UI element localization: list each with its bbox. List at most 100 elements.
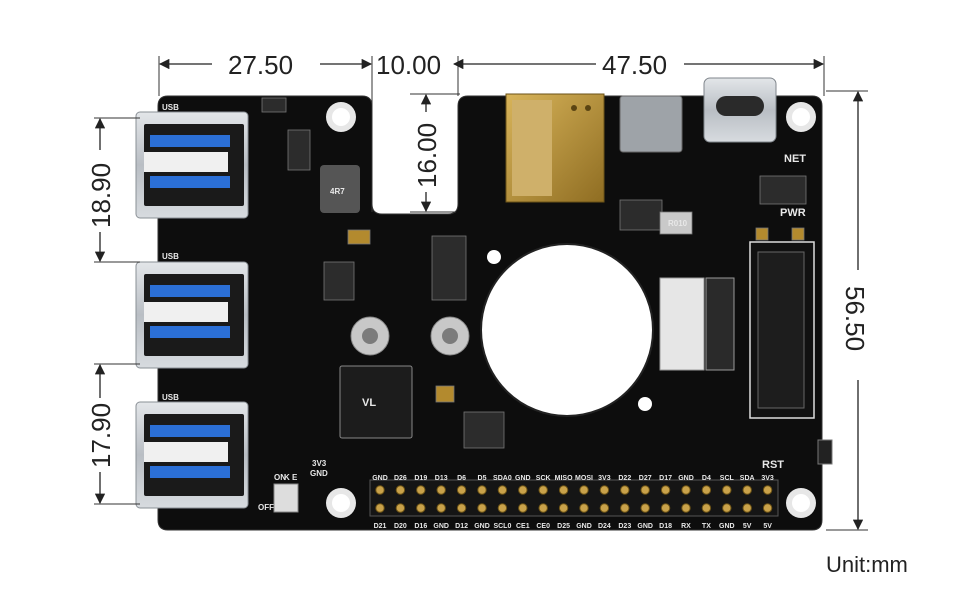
small-hole bbox=[638, 397, 652, 411]
gpio-pin bbox=[375, 485, 385, 495]
gpio-header-body bbox=[369, 479, 779, 517]
gpio-pin bbox=[538, 503, 548, 513]
gpio-top-label: GND bbox=[372, 475, 388, 482]
usb-c-port bbox=[703, 77, 777, 143]
gpio-pin bbox=[599, 485, 610, 495]
gpio-pin bbox=[620, 503, 630, 513]
gpio-top-label: SCL bbox=[720, 475, 735, 482]
gpio-top-label: GND bbox=[678, 475, 694, 482]
gpio-bottom-label: GND bbox=[576, 523, 592, 530]
fan-cutout bbox=[480, 243, 654, 417]
gpio-pin bbox=[497, 503, 508, 513]
soc-chip bbox=[339, 365, 413, 439]
gpio-pin bbox=[722, 485, 732, 495]
gpio-pin bbox=[660, 503, 671, 513]
dimension-arrows bbox=[94, 58, 864, 531]
gpio-bottom-label: D20 bbox=[394, 523, 407, 530]
gpio-top-label: SDA bbox=[740, 475, 755, 482]
soc-label: VL bbox=[362, 397, 376, 409]
gpio-top-label: 3V3 bbox=[761, 475, 774, 482]
gpio-top-label: SCK bbox=[536, 475, 551, 482]
fpc-connector bbox=[705, 277, 735, 371]
usb-label: USB bbox=[162, 103, 179, 112]
gpio-top-label: D19 bbox=[414, 475, 427, 482]
gpio-bottom-label: D24 bbox=[598, 523, 611, 530]
gpio-pin bbox=[701, 503, 712, 513]
gpio-pin bbox=[742, 503, 752, 513]
fpc-connector bbox=[659, 277, 705, 371]
gpio-top-label: GND bbox=[515, 475, 531, 482]
gpio-pin bbox=[416, 485, 426, 495]
gpio-top-label: D4 bbox=[702, 475, 711, 482]
gpio-top-label: MISO bbox=[555, 475, 573, 482]
dim-top-right: 47.50 bbox=[602, 50, 667, 80]
ic-chip bbox=[619, 95, 683, 153]
gpio-pin bbox=[620, 485, 630, 495]
dim-top-mid: 10.00 bbox=[376, 50, 441, 80]
dim-usb-pitch-2: 17.90 bbox=[86, 403, 116, 468]
gpio-top-label: D27 bbox=[639, 475, 652, 482]
gpio-pin bbox=[681, 485, 691, 495]
gpio-pin bbox=[538, 485, 548, 495]
gpio-pin bbox=[518, 485, 528, 495]
gpio-pin bbox=[660, 485, 671, 495]
gpio-pin bbox=[375, 503, 385, 513]
usb-port-2 bbox=[135, 261, 249, 369]
usb-label: USB bbox=[162, 252, 179, 261]
gpio-pin bbox=[722, 503, 732, 513]
unit-label: Unit:mm bbox=[826, 552, 908, 577]
gpio-bottom-label: 5V bbox=[763, 523, 772, 530]
rst-label: RST bbox=[762, 459, 784, 471]
inductor-label: 4R7 bbox=[330, 187, 345, 196]
resistor-label: R010 bbox=[668, 219, 688, 228]
gpio-bottom-label: SCL0 bbox=[493, 523, 511, 530]
gpio-pin bbox=[395, 485, 406, 495]
gpio-top-label: D17 bbox=[659, 475, 672, 482]
dim-top-left: 27.50 bbox=[228, 50, 293, 80]
gpio-pin bbox=[742, 485, 752, 495]
gpio-pin bbox=[518, 503, 528, 513]
gpio-bottom-label: CE0 bbox=[536, 523, 550, 530]
reset-button bbox=[817, 439, 833, 465]
gpio-pin bbox=[456, 503, 467, 513]
small-hole bbox=[487, 250, 501, 264]
gpio-pin bbox=[477, 503, 487, 513]
gpio-header bbox=[369, 479, 779, 517]
gpio-pin bbox=[762, 503, 773, 513]
standoffs bbox=[350, 316, 470, 356]
pwr-label: PWR bbox=[780, 207, 806, 219]
gpio-pin bbox=[640, 485, 650, 495]
gpio-top-label: D6 bbox=[457, 475, 466, 482]
gpio-pin bbox=[558, 485, 569, 495]
gpio-bottom-label: D25 bbox=[557, 523, 570, 530]
sim-card-slot bbox=[505, 93, 605, 203]
gpio-pin bbox=[681, 503, 691, 513]
dip-switch bbox=[273, 483, 299, 513]
dim-notch-depth: 16.00 bbox=[412, 123, 442, 188]
gpio-pin bbox=[456, 485, 467, 495]
gpio-pin bbox=[416, 503, 426, 513]
m2-slot bbox=[749, 241, 815, 419]
misc-components bbox=[261, 97, 807, 449]
gpio-bottom-label: D21 bbox=[374, 523, 387, 530]
gpio-top-label: SDA0 bbox=[493, 475, 512, 482]
gpio-pin bbox=[762, 485, 773, 495]
gpio-pin bbox=[558, 503, 569, 513]
gpio-pin bbox=[701, 485, 712, 495]
gpio-bottom-label: D12 bbox=[455, 523, 468, 530]
gpio-pin bbox=[579, 485, 589, 495]
gpio-bottom-label: CE1 bbox=[516, 523, 530, 530]
usb-label: USB bbox=[162, 393, 179, 402]
gpio-pin bbox=[477, 485, 487, 495]
gpio-top-label: MOSI bbox=[575, 475, 593, 482]
usb-port-1 bbox=[135, 111, 249, 219]
gpio-bottom-label: GND bbox=[637, 523, 653, 530]
gpio-bottom-label: 5V bbox=[743, 523, 752, 530]
gpio-bottom-label: TX bbox=[702, 523, 711, 530]
gpio-pin bbox=[640, 503, 650, 513]
switch-on-label: ON bbox=[274, 473, 286, 482]
usb-port-3 bbox=[135, 401, 249, 509]
gpio-pin bbox=[395, 503, 406, 513]
